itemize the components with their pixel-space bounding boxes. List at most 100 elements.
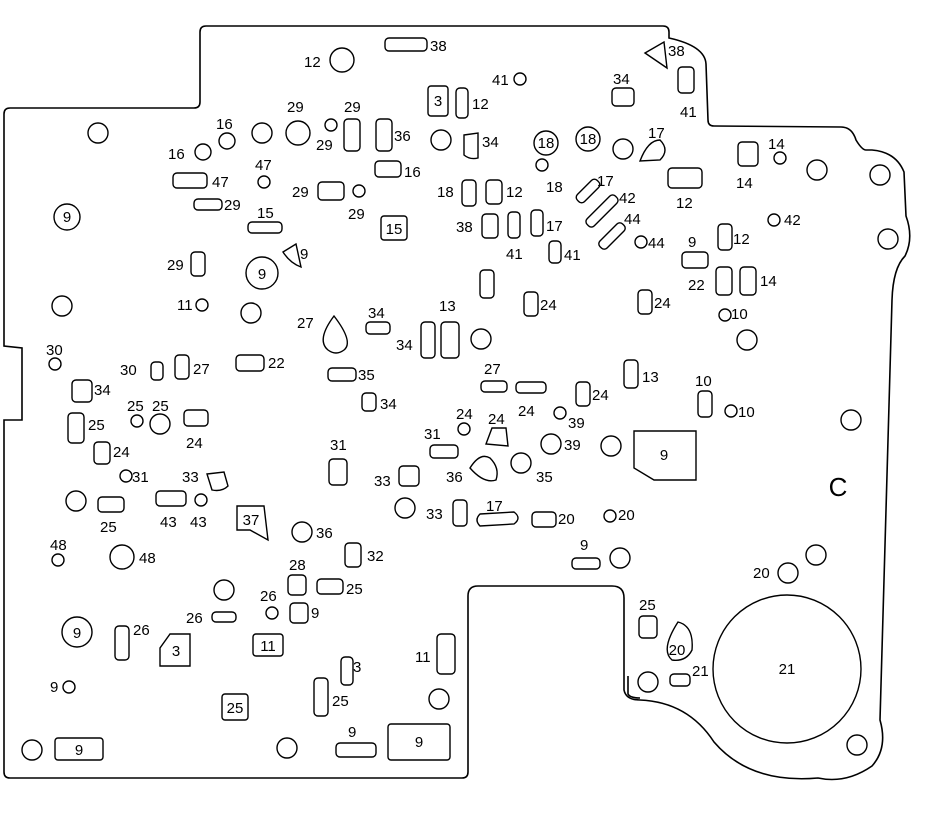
small-hole	[218, 132, 236, 150]
slot	[235, 354, 265, 372]
hole-label: 36	[394, 128, 411, 145]
ring-port	[533, 130, 559, 156]
hole-label: 30	[46, 342, 63, 359]
hole-label: 31	[330, 437, 347, 454]
hole-label: 42	[784, 212, 801, 229]
hole-label: 34	[482, 134, 499, 151]
hole-label: 12	[304, 54, 321, 71]
slot	[317, 181, 345, 201]
label-box	[221, 693, 249, 721]
hole-label: 24	[540, 297, 557, 314]
hole-label: 41	[680, 104, 697, 121]
slot	[637, 289, 653, 315]
hole-label: 15	[386, 221, 403, 238]
small-hole	[119, 469, 133, 483]
slot	[611, 87, 635, 107]
small-hole	[724, 404, 738, 418]
hole-label: 16	[404, 164, 421, 181]
bolt-hole	[251, 122, 273, 144]
small-hole	[457, 422, 471, 436]
small-hole	[130, 414, 144, 428]
hole-label: 12	[733, 231, 750, 248]
bolt-hole	[846, 734, 868, 756]
hole-label: 16	[168, 146, 185, 163]
slot	[480, 380, 508, 393]
hole-label: 35	[536, 469, 553, 486]
tear-port	[638, 139, 666, 162]
hole-label: 9	[300, 246, 308, 263]
hole-label: 26	[186, 610, 203, 627]
label-box	[252, 633, 284, 657]
bolt-hole	[869, 164, 891, 186]
small-hole	[48, 357, 62, 371]
slot	[155, 490, 187, 507]
slot	[420, 321, 436, 359]
hole-label: 14	[736, 175, 753, 192]
hole-label: 10	[731, 306, 748, 323]
slot	[335, 742, 377, 758]
hole-label: 10	[738, 404, 755, 421]
bolt-hole	[806, 159, 828, 181]
hole-label: 33	[374, 473, 391, 490]
hole-label: 44	[624, 211, 641, 228]
hole-label: 48	[50, 537, 67, 554]
bolt-hole	[276, 737, 298, 759]
hole-label: 17	[597, 173, 614, 190]
bolt-hole	[51, 295, 73, 317]
port-hole	[149, 413, 171, 435]
bolt-hole	[612, 138, 634, 160]
hole-label: 3	[434, 93, 442, 110]
hole-label: 9	[75, 742, 83, 759]
hole-label: 29	[344, 99, 361, 116]
pentagon-port	[236, 505, 269, 542]
hole-label: 43	[160, 514, 177, 531]
hole-label: 13	[439, 298, 456, 315]
small-hole	[194, 143, 212, 161]
slot	[365, 321, 391, 335]
slot	[476, 511, 519, 527]
hole-label: 25	[100, 519, 117, 536]
slot	[717, 223, 733, 251]
hole-label: 29	[224, 197, 241, 214]
hole-label: 36	[316, 525, 333, 542]
bolt-hole	[840, 409, 862, 431]
small-hole	[773, 151, 787, 165]
pentagon-port	[633, 430, 697, 481]
ring-port	[575, 126, 601, 152]
hole-label: 3	[172, 643, 180, 660]
slot	[677, 66, 695, 94]
hole-label: 39	[564, 437, 581, 454]
bolt-hole	[329, 47, 355, 73]
small-hole	[535, 158, 549, 172]
slot	[436, 633, 456, 675]
hole-label: 48	[139, 550, 156, 567]
hole-label: 34	[396, 337, 413, 354]
slot	[172, 172, 208, 189]
hole-label: 29	[287, 99, 304, 116]
slot	[623, 359, 639, 389]
hole-label: 17	[486, 498, 503, 515]
hole-label: 20	[618, 507, 635, 524]
slot	[485, 179, 503, 205]
slot	[479, 269, 495, 299]
hole-label: 34	[368, 305, 385, 322]
slot	[343, 118, 361, 152]
small-hole	[324, 118, 338, 132]
hole-label: 41	[506, 246, 523, 263]
hole-label: 29	[167, 257, 184, 274]
plate-outline	[3, 25, 911, 781]
slot	[183, 409, 209, 427]
hole-label: 9	[580, 537, 588, 554]
bolt-holes	[21, 47, 899, 761]
hole-label: 25	[127, 398, 144, 415]
hole-label: 25	[639, 597, 656, 614]
hole-label: 13	[642, 369, 659, 386]
port-hole	[109, 544, 135, 570]
hole-label: 39	[568, 415, 585, 432]
small-hole	[51, 553, 65, 567]
hole-label: 11	[260, 638, 276, 655]
slot	[193, 198, 223, 211]
hole-label: 21	[692, 663, 709, 680]
hole-label: 20	[753, 565, 770, 582]
hole-label: 33	[182, 469, 199, 486]
